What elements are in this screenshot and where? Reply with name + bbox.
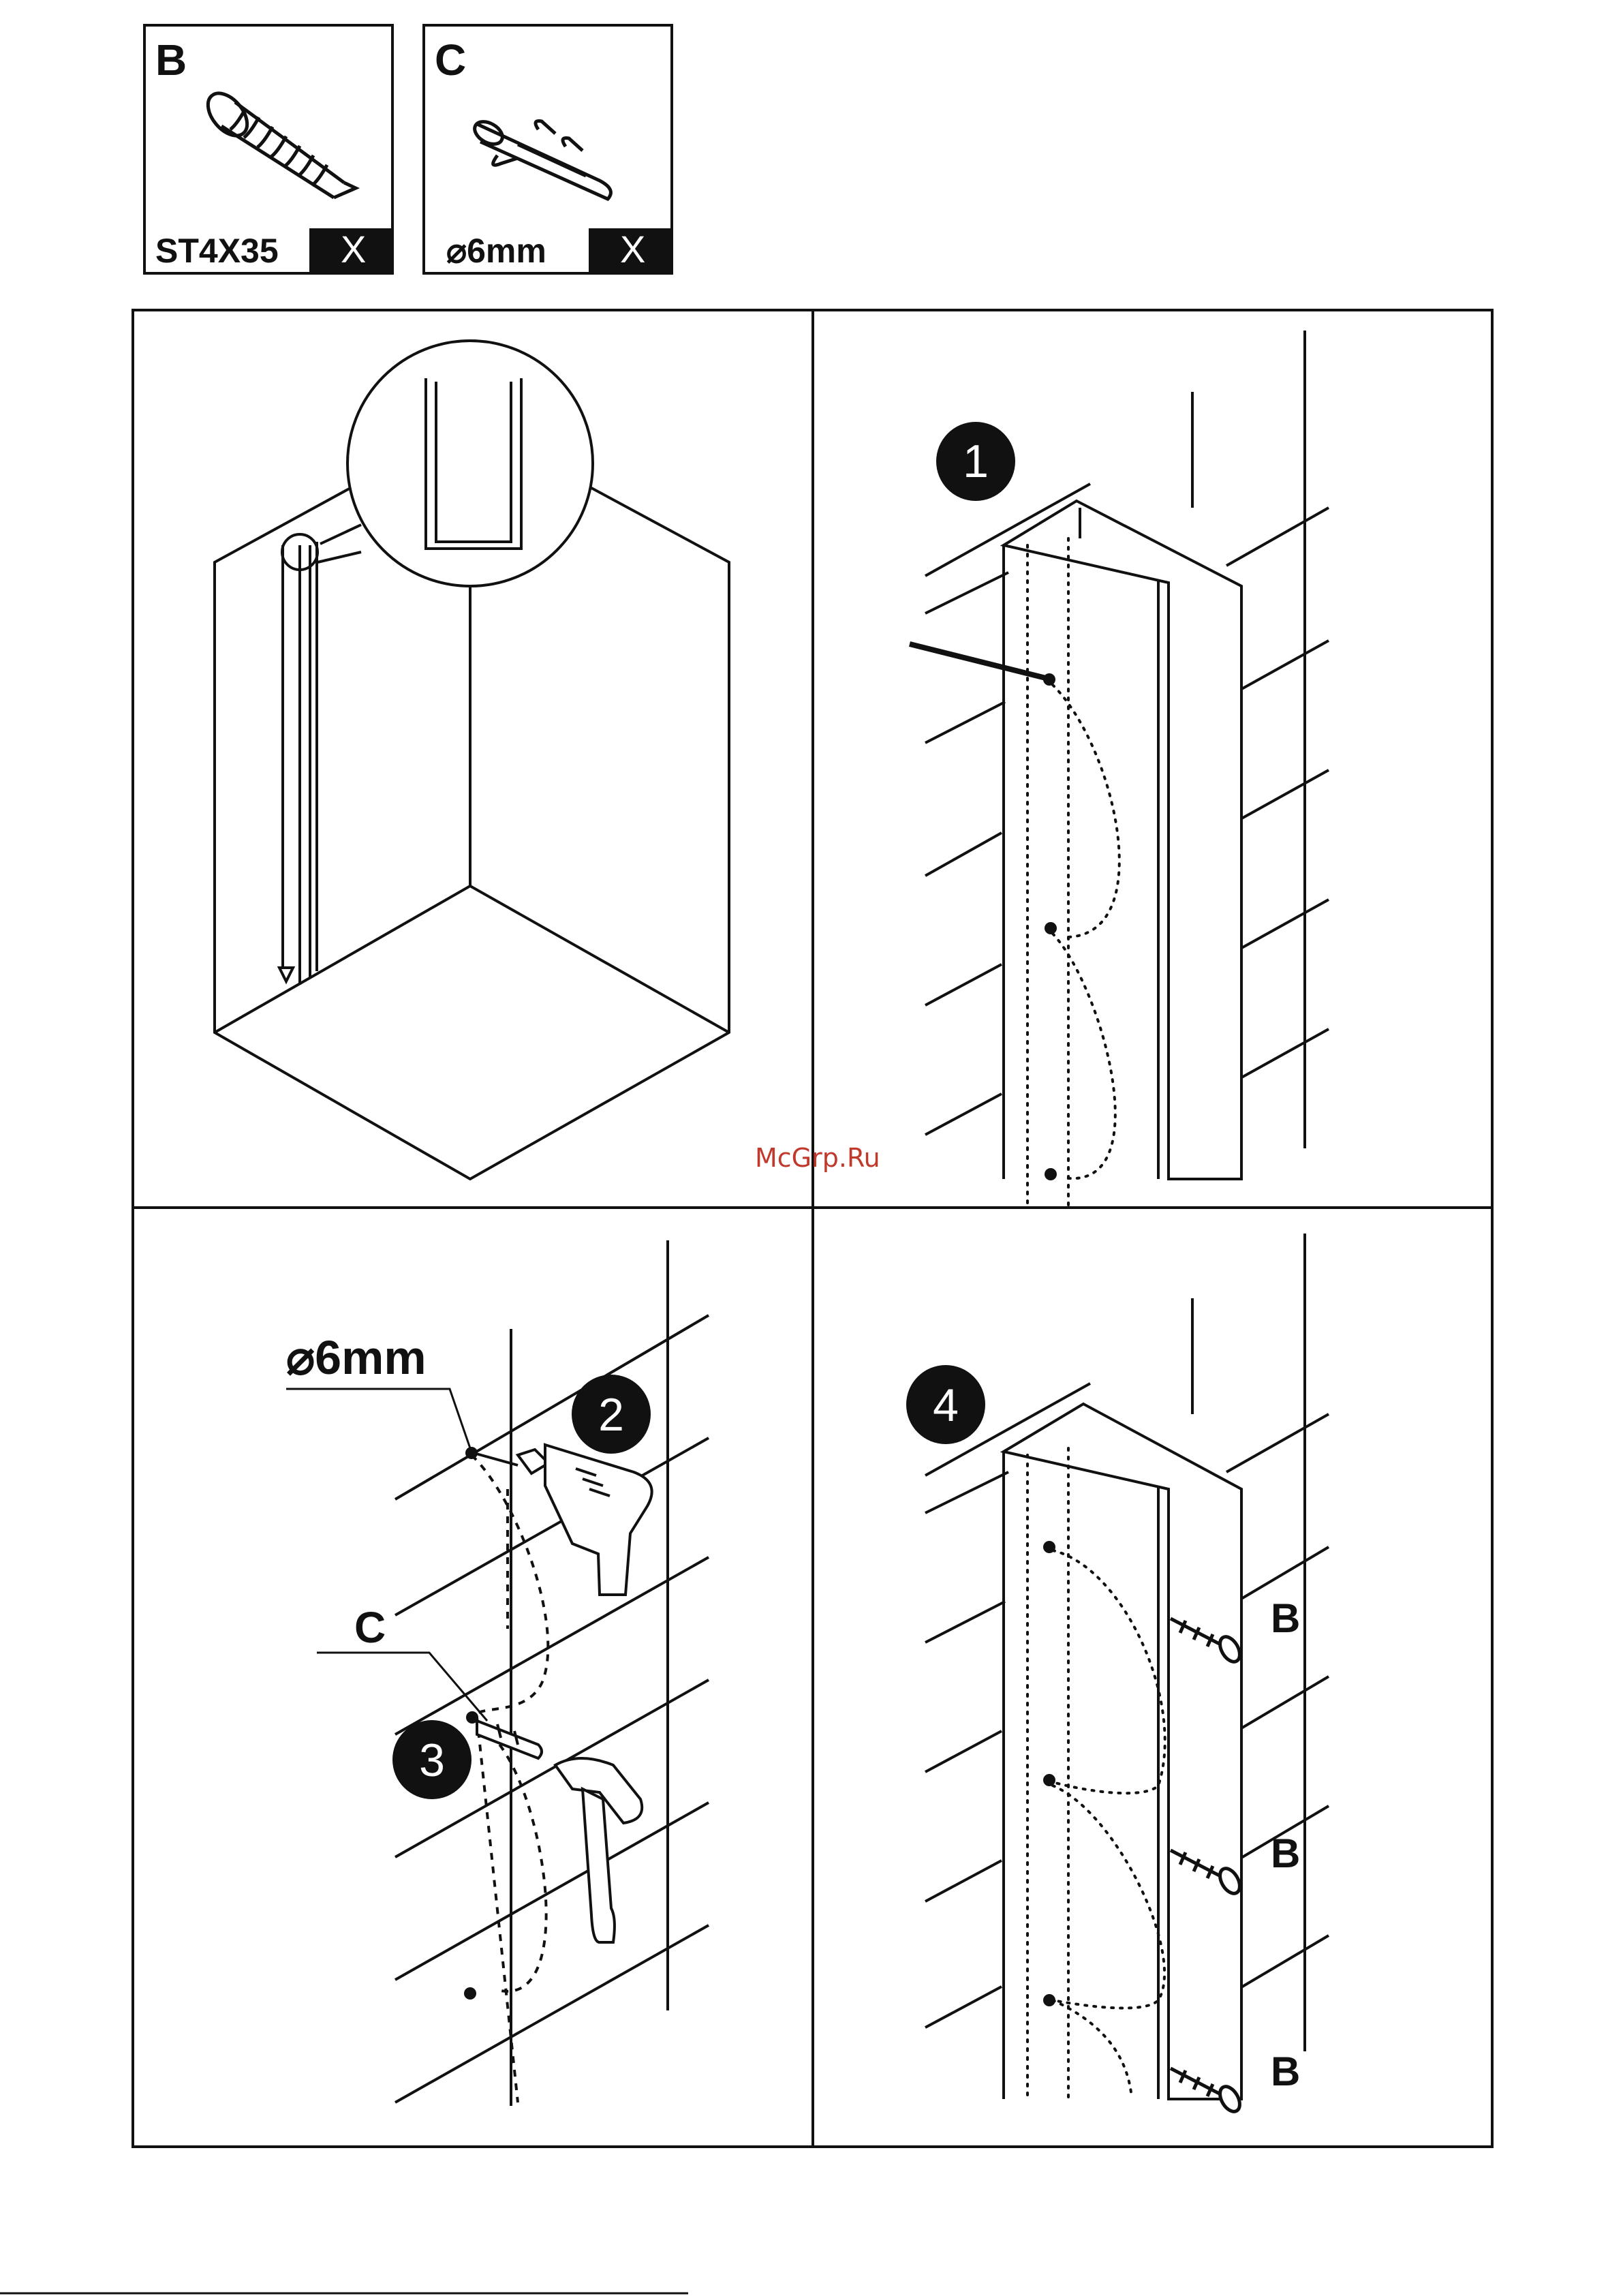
part-c-callout-label: C bbox=[354, 1603, 386, 1652]
step-1-badge: 1 bbox=[936, 422, 1015, 501]
part-b-letter: B bbox=[155, 35, 187, 85]
hammer-icon bbox=[555, 1758, 642, 1942]
step-2-badge: 2 bbox=[572, 1375, 651, 1454]
screw-icon bbox=[200, 86, 356, 198]
step-3-number: 3 bbox=[419, 1734, 445, 1786]
step-4-badge: 4 bbox=[906, 1365, 985, 1444]
mark-dots-4 bbox=[1043, 1541, 1055, 2006]
pencil-icon bbox=[910, 644, 1046, 678]
drill-size-callout: ⌀6mm bbox=[286, 1331, 470, 1448]
wall-plug-icon bbox=[471, 117, 610, 199]
step-1-number: 1 bbox=[963, 435, 989, 487]
part-box-c: C ⌀6mm X bbox=[424, 25, 672, 273]
step-2-number: 2 bbox=[598, 1389, 624, 1441]
part-box-b: B ST4X35 X bbox=[144, 25, 392, 273]
mark-dots-1 bbox=[1043, 673, 1057, 1180]
drill-icon bbox=[474, 1445, 652, 1595]
watermark: McGrp.Ru bbox=[755, 1143, 880, 1173]
profile-1 bbox=[1004, 501, 1241, 1179]
part-c-spec: ⌀6mm bbox=[446, 232, 546, 270]
profile-4 bbox=[1004, 1404, 1241, 2099]
part-c-callout: C bbox=[317, 1603, 487, 1721]
drill-size-label: ⌀6mm bbox=[286, 1331, 427, 1384]
screw-label-3: B bbox=[1271, 2049, 1300, 2094]
panel-step-1: 1 bbox=[910, 331, 1329, 1206]
panel-step-2-3: ⌀6mm C 2 3 bbox=[286, 1240, 709, 2106]
screw-label-1: B bbox=[1271, 1595, 1300, 1641]
part-c-letter: C bbox=[435, 35, 466, 85]
wall-tiles-3 bbox=[395, 1240, 709, 2106]
screw-label-2: B bbox=[1271, 1831, 1300, 1876]
part-c-qty: X bbox=[620, 228, 645, 271]
part-b-spec: ST4X35 bbox=[155, 232, 279, 270]
wall-tiles-4 bbox=[925, 1234, 1329, 2051]
part-b-qty: X bbox=[341, 228, 366, 271]
panel-overview bbox=[215, 341, 729, 1179]
step-3-badge: 3 bbox=[392, 1720, 472, 1799]
wall-plug-icon-step3 bbox=[477, 1721, 542, 1758]
panel-step-4: B B B 4 bbox=[906, 1234, 1329, 2115]
step-4-number: 4 bbox=[933, 1379, 959, 1431]
